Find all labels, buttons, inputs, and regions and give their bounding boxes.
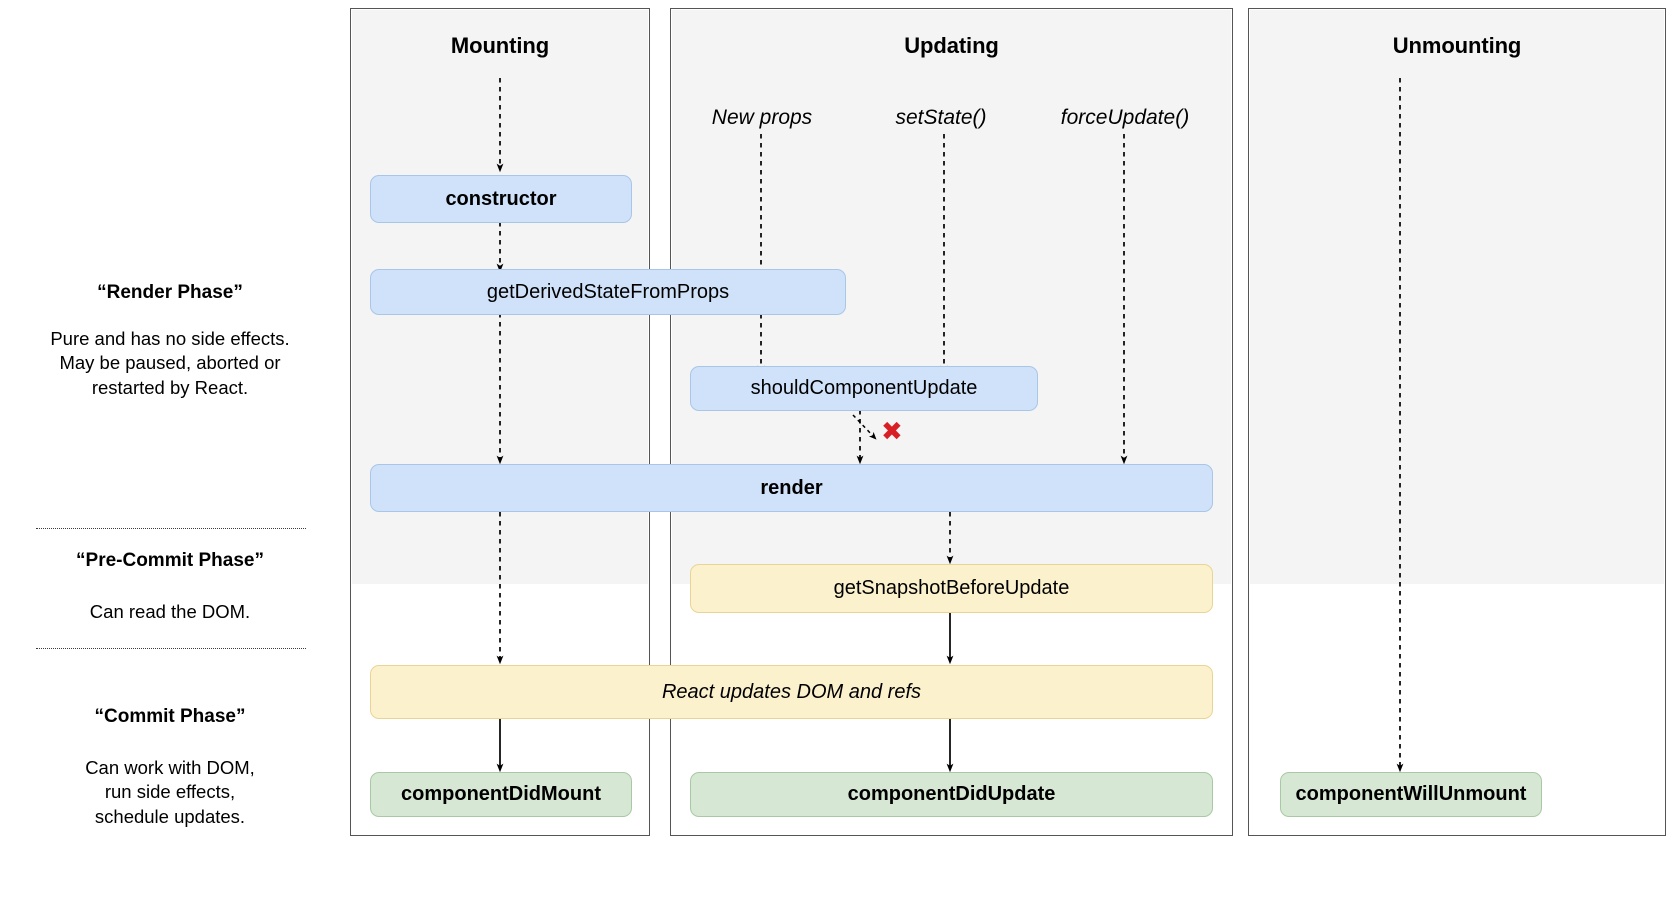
- column-title-updating: Updating: [904, 33, 999, 58]
- column-title-mounting: Mounting: [450, 33, 550, 58]
- phase-divider-top: [36, 528, 306, 529]
- trigger-label-set-state: setState(): [895, 106, 987, 129]
- trigger-label-new-props: New props: [711, 106, 813, 129]
- node-constructor[interactable]: constructor: [370, 175, 632, 223]
- phase-divider-bottom: [36, 648, 306, 649]
- node-get-derived-state-from-props[interactable]: getDerivedStateFromProps: [370, 269, 846, 315]
- phase-heading-pre-commit: “Pre-Commit Phase”: [76, 550, 264, 571]
- abort-x-icon: ✖: [881, 417, 903, 447]
- phase-description-render: Pure and has no side effects. May be pau…: [50, 328, 290, 398]
- phase-heading-render: “Render Phase”: [97, 282, 243, 303]
- node-component-did-mount[interactable]: componentDidMount: [370, 772, 632, 817]
- node-react-updates-dom-and-refs[interactable]: React updates DOM and refs: [370, 665, 1213, 719]
- phase-heading-commit: “Commit Phase”: [94, 706, 246, 727]
- node-component-did-update[interactable]: componentDidUpdate: [690, 772, 1213, 817]
- phase-description-commit: Can work with DOM, run side effects, sch…: [85, 757, 255, 827]
- column-shade-unmounting: [1250, 10, 1664, 584]
- node-render[interactable]: render: [370, 464, 1213, 512]
- node-get-snapshot-before-update[interactable]: getSnapshotBeforeUpdate: [690, 564, 1213, 613]
- node-should-component-update[interactable]: shouldComponentUpdate: [690, 366, 1038, 411]
- column-title-unmounting: Unmounting: [1392, 33, 1522, 58]
- node-component-will-unmount[interactable]: componentWillUnmount: [1280, 772, 1542, 817]
- trigger-label-force-update: forceUpdate(): [1060, 106, 1190, 129]
- phase-description-pre-commit: Can read the DOM.: [89, 601, 251, 622]
